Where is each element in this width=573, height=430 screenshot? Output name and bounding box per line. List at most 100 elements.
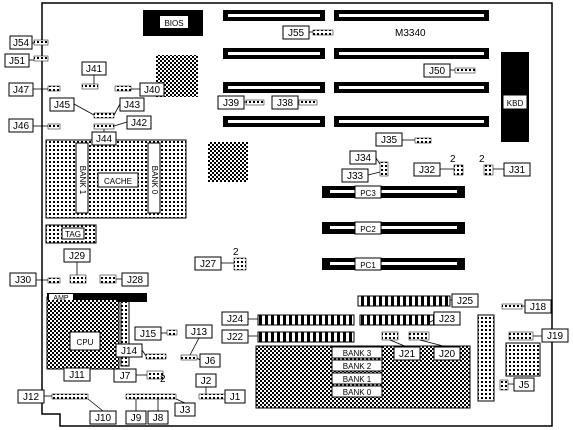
floppy-header-j25 bbox=[357, 295, 451, 307]
svg-text:J25: J25 bbox=[457, 296, 474, 307]
keyboard-label: KBD bbox=[507, 99, 524, 108]
simm-bank-0-label: BANK 0 bbox=[343, 388, 372, 397]
label-j10: J10 bbox=[89, 410, 117, 425]
slot-pc2-label: PC2 bbox=[360, 225, 376, 234]
label-j23: J23 bbox=[433, 311, 461, 326]
tag-label: TAG bbox=[65, 230, 81, 239]
pin-marker-j7: 2 bbox=[160, 374, 166, 385]
label-j43: J43 bbox=[119, 97, 145, 112]
svg-text:J35: J35 bbox=[381, 135, 398, 146]
svg-text:J40: J40 bbox=[144, 85, 161, 96]
svg-text:J55: J55 bbox=[288, 28, 305, 39]
label-j50: J50 bbox=[423, 63, 451, 78]
label-j6: J6 bbox=[199, 353, 221, 368]
svg-text:J39: J39 bbox=[223, 98, 240, 109]
label-j47: J47 bbox=[8, 82, 34, 97]
slot-pc1-label: PC1 bbox=[360, 261, 376, 270]
svg-text:J51: J51 bbox=[9, 56, 26, 67]
label-j20: J20 bbox=[433, 346, 461, 361]
label-j54: J54 bbox=[9, 35, 33, 50]
svg-text:J5: J5 bbox=[519, 380, 530, 391]
label-j46: J46 bbox=[8, 118, 34, 133]
label-j51: J51 bbox=[4, 53, 30, 68]
svg-text:J19: J19 bbox=[547, 331, 564, 342]
svg-text:J18: J18 bbox=[530, 302, 547, 313]
label-j2: J2 bbox=[195, 373, 217, 388]
svg-text:J28: J28 bbox=[127, 275, 144, 286]
bios-label: BIOS bbox=[164, 19, 183, 28]
label-j38: J38 bbox=[271, 95, 299, 110]
label-j5: J5 bbox=[513, 377, 535, 392]
svg-text:J9: J9 bbox=[131, 413, 142, 424]
svg-text:J11: J11 bbox=[69, 370, 85, 381]
svg-text:J38: J38 bbox=[277, 98, 294, 109]
label-j12: J12 bbox=[17, 389, 45, 404]
pin-marker-j27: 2 bbox=[233, 247, 239, 258]
port-connector bbox=[505, 342, 541, 377]
label-j11: J11 bbox=[63, 367, 91, 382]
svg-text:J14: J14 bbox=[121, 346, 138, 357]
svg-text:J32: J32 bbox=[419, 165, 436, 176]
svg-text:J10: J10 bbox=[95, 413, 112, 424]
label-j44: J44 bbox=[91, 131, 117, 146]
ide-header-j22 bbox=[257, 331, 355, 343]
svg-text:J33: J33 bbox=[347, 171, 364, 182]
svg-text:J45: J45 bbox=[54, 100, 71, 111]
leader-lines bbox=[29, 31, 542, 412]
label-j21: J21 bbox=[393, 346, 421, 361]
simm-bank-2-label: BANK 2 bbox=[343, 362, 372, 371]
label-j33: J33 bbox=[341, 168, 369, 183]
label-j24: J24 bbox=[221, 311, 249, 326]
label-j55: J55 bbox=[282, 25, 310, 40]
svg-text:J31: J31 bbox=[509, 165, 526, 176]
svg-text:J3: J3 bbox=[180, 405, 191, 416]
label-j13: J13 bbox=[185, 324, 213, 339]
svg-text:J41: J41 bbox=[86, 64, 103, 75]
isa-slots bbox=[223, 10, 489, 127]
svg-text:J54: J54 bbox=[13, 38, 30, 49]
label-j22: J22 bbox=[221, 329, 249, 344]
label-j40: J40 bbox=[139, 82, 165, 97]
jumper-pins bbox=[33, 29, 534, 400]
svg-text:J13: J13 bbox=[191, 327, 208, 338]
label-j34: J34 bbox=[349, 150, 377, 165]
pin-marker-j32: 2 bbox=[450, 154, 456, 165]
label-j18: J18 bbox=[524, 299, 552, 314]
pin-marker-j31: 2 bbox=[479, 154, 485, 165]
svg-text:J8: J8 bbox=[153, 413, 164, 424]
label-j29: J29 bbox=[63, 248, 91, 263]
cpu-label: CPU bbox=[77, 338, 94, 347]
svg-text:J43: J43 bbox=[124, 100, 141, 111]
label-j39: J39 bbox=[217, 95, 245, 110]
label-j30: J30 bbox=[9, 272, 37, 287]
svg-text:J44: J44 bbox=[96, 134, 113, 145]
label-j35: J35 bbox=[375, 132, 403, 147]
svg-text:J2: J2 bbox=[201, 376, 212, 387]
cache-bank-right-label: BANK 0 bbox=[150, 166, 159, 195]
cache-sram-area: CACHE BANK 1 BANK 0 TAG bbox=[45, 139, 187, 244]
label-j28: J28 bbox=[121, 272, 149, 287]
label-j45: J45 bbox=[49, 97, 75, 112]
chipset-middle bbox=[208, 142, 248, 182]
amp-bar bbox=[117, 297, 147, 302]
expansion-slots: PC3 PC2 PC1 bbox=[322, 185, 465, 271]
label-j31: J31 bbox=[503, 162, 531, 177]
svg-text:J29: J29 bbox=[69, 251, 86, 262]
svg-text:J34: J34 bbox=[355, 153, 372, 164]
ide-header-j24 bbox=[257, 314, 355, 326]
label-j19: J19 bbox=[541, 328, 569, 343]
svg-text:J6: J6 bbox=[205, 356, 216, 367]
svg-text:J50: J50 bbox=[429, 66, 446, 77]
svg-text:J30: J30 bbox=[15, 275, 32, 286]
board-model: M3340 bbox=[395, 28, 426, 39]
simm-bank-1-label: BANK 1 bbox=[343, 375, 372, 384]
label-j7: J7 bbox=[113, 368, 137, 383]
svg-text:J46: J46 bbox=[13, 121, 30, 132]
label-j32: J32 bbox=[413, 162, 441, 177]
svg-text:J47: J47 bbox=[13, 85, 30, 96]
label-j9: J9 bbox=[125, 410, 147, 425]
side-header bbox=[477, 314, 495, 402]
cache-label: CACHE bbox=[104, 177, 132, 186]
slot-pc3-label: PC3 bbox=[360, 189, 376, 198]
